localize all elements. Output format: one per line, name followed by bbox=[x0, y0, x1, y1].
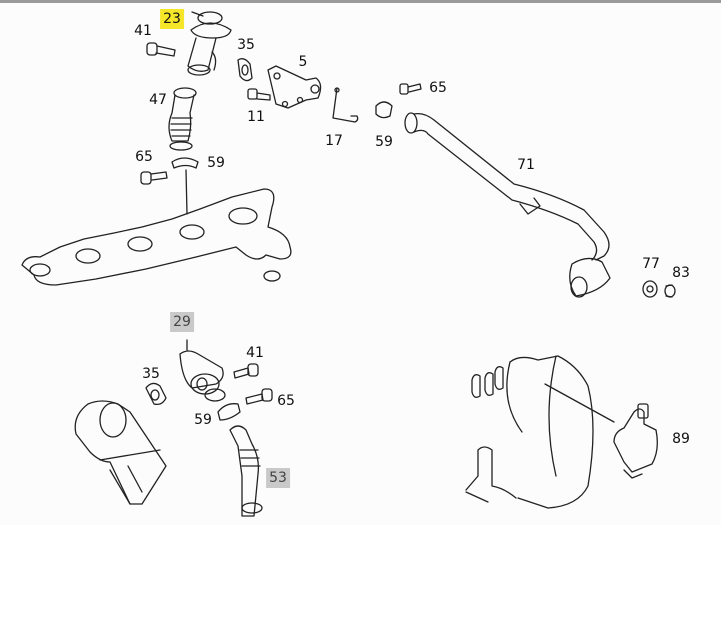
bolt-65-lower-drawing[interactable] bbox=[245, 388, 273, 405]
bolt-65-left-drawing[interactable] bbox=[140, 169, 188, 215]
top-border bbox=[0, 0, 721, 3]
parts-diagram: 23 41 35 5 65 47 11 17 59 65 59 71 77 83… bbox=[0, 3, 721, 525]
callout-23[interactable]: 23 bbox=[160, 9, 184, 29]
callout-65[interactable]: 65 bbox=[429, 80, 447, 96]
bolt-41-lower-drawing[interactable] bbox=[233, 363, 259, 379]
egr-valve-29-drawing[interactable] bbox=[179, 339, 226, 402]
callout-29[interactable]: 29 bbox=[170, 312, 194, 332]
callout-35-lower[interactable]: 35 bbox=[142, 366, 160, 382]
callout-65-left[interactable]: 65 bbox=[135, 149, 153, 165]
callout-77[interactable]: 77 bbox=[642, 256, 660, 272]
flange-5-drawing[interactable] bbox=[267, 65, 322, 109]
clamp-59-drawing[interactable] bbox=[375, 101, 393, 119]
callout-41[interactable]: 41 bbox=[134, 23, 152, 39]
callout-59[interactable]: 59 bbox=[375, 134, 393, 150]
washer-77-drawing[interactable] bbox=[642, 280, 658, 298]
bolt-41-drawing[interactable] bbox=[146, 42, 176, 57]
callout-83[interactable]: 83 bbox=[672, 265, 690, 281]
bolt-11-drawing[interactable] bbox=[247, 88, 271, 101]
callout-59-left[interactable]: 59 bbox=[207, 155, 225, 171]
callout-59-lower[interactable]: 59 bbox=[194, 412, 212, 428]
pipe-71-drawing[interactable] bbox=[404, 112, 611, 298]
callout-47[interactable]: 47 bbox=[149, 92, 167, 108]
bolt-65-drawing[interactable] bbox=[399, 83, 422, 95]
callout-89[interactable]: 89 bbox=[672, 431, 690, 447]
sensor-89-drawing[interactable] bbox=[613, 403, 658, 479]
hose-47-drawing[interactable] bbox=[168, 87, 197, 151]
bracket-17-drawing[interactable] bbox=[332, 87, 359, 123]
gasket-35-lower-drawing[interactable] bbox=[145, 382, 167, 406]
clamp-59-lower-drawing[interactable] bbox=[217, 403, 241, 421]
egr-valve-23-drawing[interactable] bbox=[187, 11, 232, 76]
callout-17[interactable]: 17 bbox=[325, 133, 343, 149]
callout-35[interactable]: 35 bbox=[237, 37, 255, 53]
intake-housing-drawing[interactable] bbox=[74, 400, 167, 505]
callout-65-lower[interactable]: 65 bbox=[277, 393, 295, 409]
plug-83-drawing[interactable] bbox=[664, 284, 676, 298]
callout-71[interactable]: 71 bbox=[517, 157, 535, 173]
clamp-59-left-drawing[interactable] bbox=[171, 157, 199, 169]
callout-53[interactable]: 53 bbox=[266, 468, 290, 488]
callout-41-lower[interactable]: 41 bbox=[246, 345, 264, 361]
callout-11[interactable]: 11 bbox=[247, 109, 265, 125]
gasket-35-drawing[interactable] bbox=[237, 58, 253, 82]
engine-block-drawing[interactable] bbox=[465, 355, 615, 509]
hose-53-drawing[interactable] bbox=[229, 425, 263, 517]
exhaust-manifold-drawing[interactable] bbox=[21, 188, 292, 286]
callout-5[interactable]: 5 bbox=[298, 54, 308, 70]
